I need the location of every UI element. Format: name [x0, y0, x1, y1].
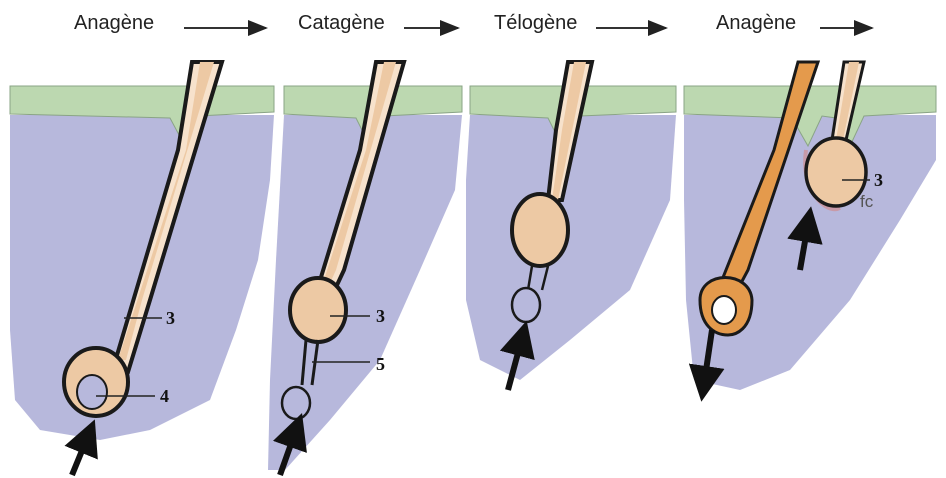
label-fc: fc [860, 192, 874, 211]
old-papilla [712, 296, 736, 324]
label-3: 3 [166, 308, 175, 328]
dermal-papilla [512, 288, 540, 322]
growth-arrow-up [72, 436, 88, 475]
panel-telogen [466, 62, 676, 390]
hair-bulb [290, 278, 346, 342]
dermal-papilla [282, 387, 310, 419]
dermal-papilla [77, 375, 107, 409]
new-hair-bulb [806, 138, 866, 206]
panel-anagen-1: 3 4 [10, 62, 274, 475]
panel-anagen-2: 3 fc [684, 62, 936, 390]
label-3: 3 [376, 306, 385, 326]
club-hair-bulb [512, 194, 568, 266]
label-4: 4 [160, 386, 169, 406]
panel-catagen: 3 5 [268, 62, 462, 475]
label-3: 3 [874, 170, 883, 190]
label-5: 5 [376, 354, 385, 374]
